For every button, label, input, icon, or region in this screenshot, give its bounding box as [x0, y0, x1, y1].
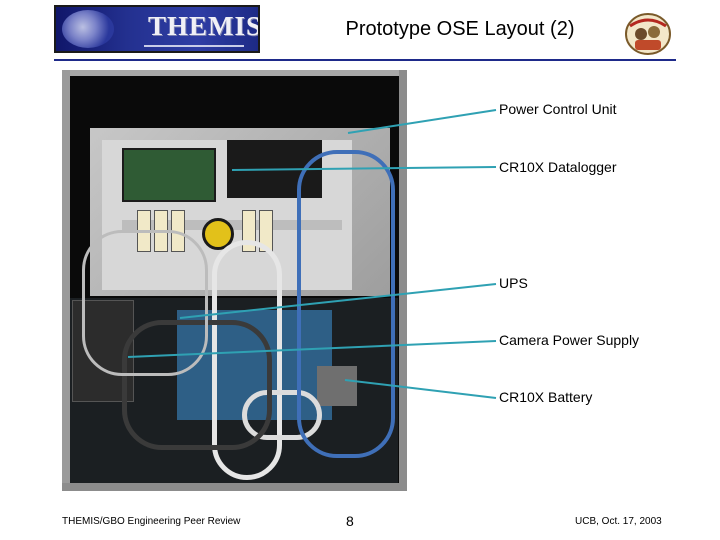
- logo-underline: [144, 45, 244, 47]
- din-rail: [122, 220, 342, 230]
- page-number: 8: [346, 513, 354, 529]
- header-rule: [54, 59, 676, 61]
- cable: [122, 320, 272, 450]
- slide-title: Prototype OSE Layout (2): [345, 18, 575, 40]
- callout-label-cr10x-datalogger: CR10X Datalogger: [499, 159, 617, 175]
- cable: [82, 230, 208, 376]
- cable: [212, 240, 282, 480]
- frame-top: [62, 70, 407, 76]
- themis-mission-badge-icon: [625, 13, 671, 55]
- themis-logo: THEMIS: [54, 5, 260, 53]
- callout-label-ups: UPS: [499, 275, 528, 291]
- frame-bottom: [62, 483, 407, 491]
- callout-label-power-control-unit: Power Control Unit: [499, 101, 617, 117]
- logo-wordmark: THEMIS: [148, 11, 260, 41]
- callout-label-camera-power-supply: Camera Power Supply: [499, 332, 640, 348]
- power-control-unit-module: [122, 148, 216, 202]
- frame-left: [62, 70, 70, 491]
- footer-event: THEMIS/GBO Engineering Peer Review: [62, 516, 241, 527]
- frame-right: [399, 70, 407, 491]
- ose-enclosure-photo: [62, 70, 407, 491]
- cable: [297, 150, 395, 458]
- callout-label-cr10x-battery: CR10X Battery: [499, 389, 593, 405]
- footer-date: UCB, Oct. 17, 2003: [575, 516, 662, 527]
- logo-swirl-icon: [62, 10, 114, 48]
